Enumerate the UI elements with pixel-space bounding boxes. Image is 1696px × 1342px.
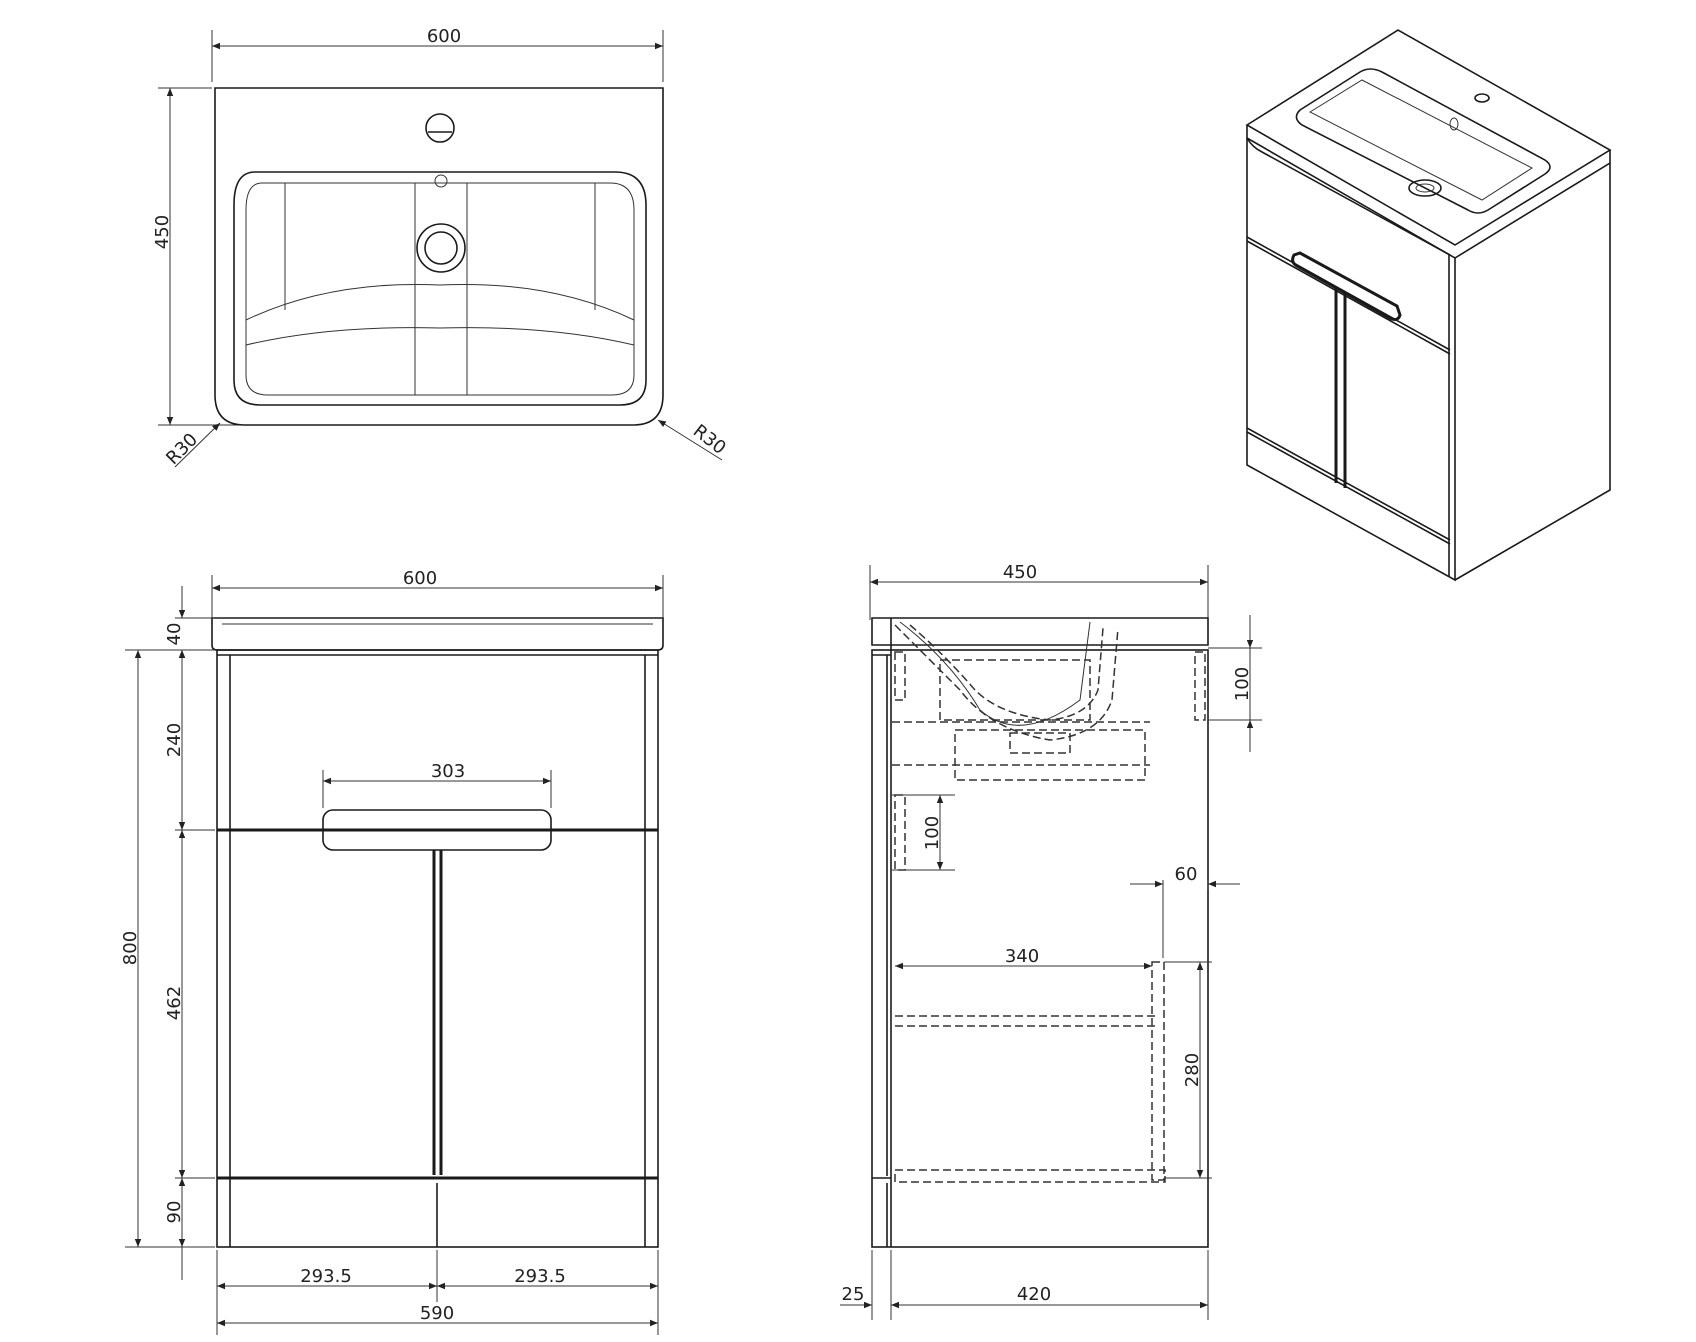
side-view: 450 100 100 bbox=[840, 562, 1262, 1320]
top-width-label: 600 bbox=[427, 26, 461, 47]
drawer-height-label: 240 bbox=[164, 723, 185, 757]
front-width-label: 600 bbox=[403, 568, 437, 589]
plinth-height-label: 90 bbox=[164, 1201, 185, 1224]
top-depth-label: 450 bbox=[152, 215, 173, 249]
iso-cabinet-front bbox=[1246, 138, 1456, 582]
basin-outline bbox=[214, 87, 664, 426]
door-left-width-label: 293.5 bbox=[300, 1266, 352, 1287]
front-handle bbox=[322, 809, 552, 851]
radius-right-label: R30 bbox=[689, 420, 730, 458]
shelf-height-label: 280 bbox=[1182, 1053, 1203, 1087]
radius-left-label: R30 bbox=[162, 429, 202, 469]
iso-handle bbox=[1291, 251, 1402, 321]
iso-basin-top bbox=[1245, 29, 1612, 246]
door-height-label: 462 bbox=[164, 986, 185, 1020]
setback-label: 60 bbox=[1175, 864, 1198, 885]
door-thickness-label: 25 bbox=[842, 1284, 865, 1305]
inner-depth-label: 100 bbox=[922, 816, 943, 850]
iso-bowl bbox=[1295, 68, 1551, 214]
top-thickness-label: 40 bbox=[164, 623, 185, 646]
side-depth-label: 450 bbox=[1003, 562, 1037, 583]
tap-hole-icon bbox=[425, 113, 455, 143]
carcass-width-label: 590 bbox=[420, 1303, 454, 1324]
side-basin-top bbox=[871, 617, 1209, 646]
side-carcass bbox=[871, 649, 1209, 1248]
bowl-outer bbox=[233, 171, 647, 406]
iso-drain-icon bbox=[1408, 179, 1442, 197]
total-height-label: 800 bbox=[120, 931, 141, 965]
top-view: 600 450 R30 R30 bbox=[152, 26, 730, 469]
iso-tap-hole-icon bbox=[1474, 93, 1490, 103]
isometric-view bbox=[1245, 29, 1612, 582]
front-basin-top bbox=[211, 617, 664, 651]
carcass-depth-label: 420 bbox=[1017, 1284, 1051, 1305]
handle-width-label: 303 bbox=[431, 761, 465, 782]
front-carcass bbox=[216, 649, 659, 1248]
shelf-label: 340 bbox=[1005, 946, 1039, 967]
drain-icon bbox=[416, 223, 466, 273]
door-right-width-label: 293.5 bbox=[514, 1266, 566, 1287]
front-view: 600 303 40 240 462 bbox=[120, 568, 664, 1335]
waste-depth-label: 100 bbox=[1232, 667, 1253, 701]
